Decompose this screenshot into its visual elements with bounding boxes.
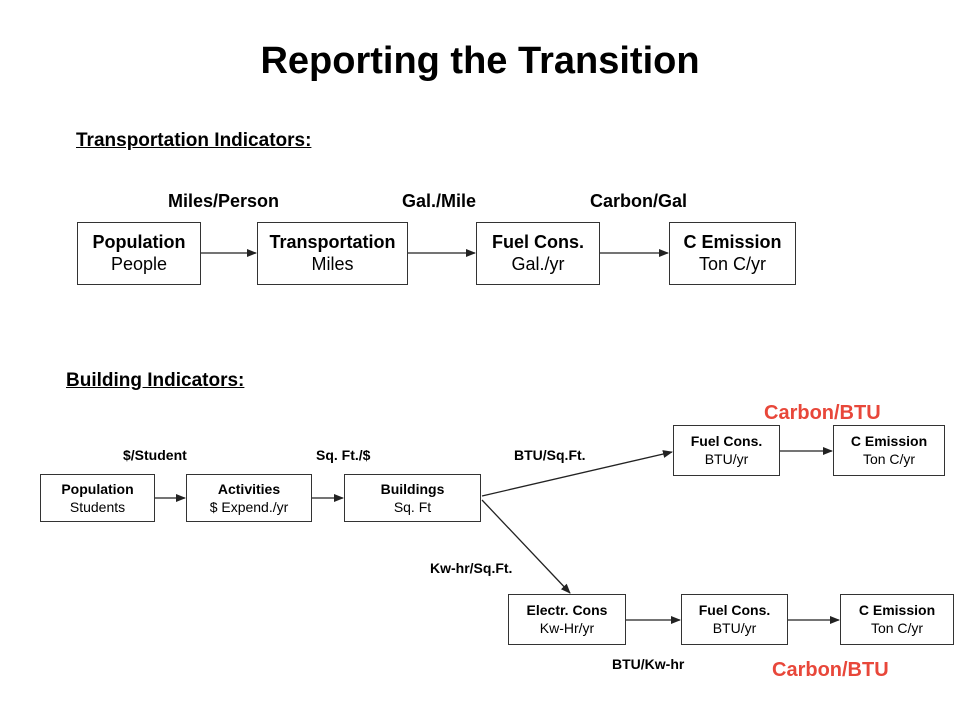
box-fuel-cons-bottom: Fuel Cons. BTU/yr: [681, 594, 788, 645]
box-population: Population People: [77, 222, 201, 285]
label-gal-per-mile: Gal./Mile: [402, 191, 477, 211]
box-title: Transportation: [269, 232, 396, 252]
box-title: Electr. Cons: [526, 602, 608, 618]
box-title: Fuel Cons.: [491, 232, 584, 252]
box-subtitle: $ Expend./yr: [209, 499, 289, 515]
label-carbon-btu-bottom: Carbon/BTU: [772, 659, 889, 681]
box-subtitle: Students: [69, 499, 126, 515]
box-subtitle: BTU/yr: [704, 451, 749, 467]
box-title: Population: [92, 232, 186, 252]
box-c-emission-top: C Emission Ton C/yr: [833, 425, 945, 476]
box-title: Fuel Cons.: [690, 433, 763, 449]
box-subtitle: Kw-Hr/yr: [539, 620, 595, 636]
box-electr-cons: Electr. Cons Kw-Hr/yr: [508, 594, 626, 645]
box-title: Fuel Cons.: [698, 602, 771, 618]
box-c-emission-bottom: C Emission Ton C/yr: [840, 594, 954, 645]
box-subtitle: Ton C/yr: [870, 620, 924, 636]
box-title: C Emission: [858, 602, 936, 618]
label-carbon-btu-top: Carbon/BTU: [764, 402, 881, 424]
box-subtitle: People: [110, 254, 168, 274]
arrow-buildings-to-fuel-top: [481, 450, 673, 497]
page-title: Reporting the Transition: [260, 40, 700, 82]
box-fuel-cons-top: Fuel Cons. BTU/yr: [673, 425, 780, 476]
box-population-students: Population Students: [40, 474, 155, 522]
box-activities: Activities $ Expend./yr: [186, 474, 312, 522]
box-subtitle: BTU/yr: [712, 620, 757, 636]
label-sqft-per-dollar: Sq. Ft./$: [316, 447, 371, 463]
label-miles-per-person: Miles/Person: [168, 191, 280, 211]
box-c-emission: C Emission Ton C/yr: [669, 222, 796, 285]
label-dollar-per-student: $/Student: [123, 447, 187, 463]
box-subtitle: Gal./yr: [511, 254, 565, 274]
label-carbon-per-gal: Carbon/Gal: [590, 191, 688, 211]
box-title: Buildings: [380, 481, 445, 497]
box-title: Population: [61, 481, 134, 497]
box-title: Activities: [217, 481, 281, 497]
arrow-buildings-to-electr: [481, 499, 571, 594]
label-btu-per-kwhr: BTU/Kw-hr: [612, 656, 685, 672]
box-subtitle: Sq. Ft: [393, 499, 432, 515]
box-title: C Emission: [683, 232, 782, 252]
box-buildings: Buildings Sq. Ft: [344, 474, 481, 522]
box-fuel-cons: Fuel Cons. Gal./yr: [476, 222, 600, 285]
label-kwhr-per-sqft: Kw-hr/Sq.Ft.: [430, 560, 513, 576]
box-subtitle: Miles: [311, 254, 354, 274]
box-subtitle: Ton C/yr: [698, 254, 767, 274]
box-subtitle: Ton C/yr: [862, 451, 916, 467]
building-heading: Building Indicators:: [66, 370, 245, 391]
box-title: C Emission: [850, 433, 928, 449]
label-btu-per-sqft: BTU/Sq.Ft.: [514, 447, 586, 463]
transport-heading: Transportation Indicators:: [76, 130, 312, 151]
box-transportation: Transportation Miles: [257, 222, 408, 285]
